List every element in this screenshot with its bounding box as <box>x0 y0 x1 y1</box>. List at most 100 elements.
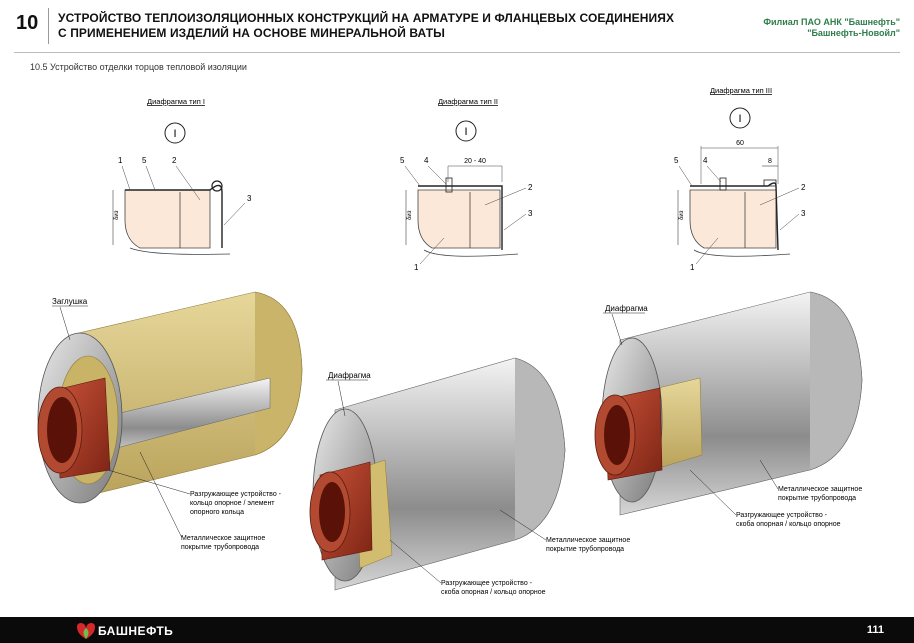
pipe-bore <box>604 405 630 465</box>
leader-line <box>706 165 722 183</box>
callout-5: 5 <box>400 156 405 165</box>
callout-1: 1 <box>414 263 419 272</box>
section-marker: I <box>738 113 741 125</box>
callout-1: 1 <box>690 263 695 272</box>
bashneft-logo-icon <box>77 623 95 639</box>
callout-line: покрытие трубопровода <box>181 543 259 551</box>
pipe-bore <box>319 482 345 542</box>
tag-diaphragm: Диафрагма <box>605 304 648 313</box>
callout-line: кольцо опорное / элемент <box>190 500 275 507</box>
callout-3: 3 <box>528 209 533 218</box>
section-number: 10 <box>16 12 39 34</box>
callout-line: Разгружающее устройство - <box>736 511 828 519</box>
diagram-title: Диафрагма тип I <box>147 97 205 106</box>
callout-line: скоба опорная / кольцо опорное <box>441 588 546 596</box>
rivet <box>445 177 453 193</box>
callout-2: 2 <box>172 156 177 165</box>
page-number: 111 <box>866 624 884 636</box>
callout-line: Металлическое защитное <box>546 537 630 544</box>
leader-line <box>427 165 447 185</box>
callout-2: 2 <box>528 183 533 192</box>
cover-end <box>809 291 863 471</box>
pipe-bore <box>47 397 77 463</box>
cover-line <box>125 184 223 248</box>
callout-4: 4 <box>703 156 708 165</box>
diagram-type-2: Диафрагма тип II I 20 - 40 δиз 5 4 2 3 1 <box>400 97 533 272</box>
pipe-line <box>129 247 231 255</box>
leader-line <box>121 165 131 191</box>
insulation-section <box>417 189 501 249</box>
section-marker: I <box>173 128 176 140</box>
callout-line: Разгружающее устройство - <box>190 490 282 498</box>
leader-line <box>139 451 183 539</box>
callout-line: Металлическое защитное <box>778 486 862 493</box>
leader-line <box>759 459 779 490</box>
section-marker-circle <box>455 120 477 142</box>
page-header: 10 УСТРОЙСТВО ТЕПЛОИЗОЛЯЦИОННЫХ КОНСТРУК… <box>0 0 914 50</box>
callout-line: Металлическое защитное <box>181 535 265 542</box>
cover-end <box>514 357 566 541</box>
leader-line <box>404 165 421 187</box>
branch-line-2: "Башнефть-Новойл" <box>807 28 900 38</box>
brand-name: БАШНЕФТЬ <box>98 624 174 638</box>
leader-line <box>175 165 201 201</box>
leader-line <box>145 165 156 191</box>
callout-line: скоба опорная / кольцо опорное <box>736 520 841 528</box>
leader-line <box>59 306 71 341</box>
section-marker-circle <box>164 122 186 144</box>
section-subtitle: 10.5 Устройство отделки торцов тепловой … <box>30 62 247 72</box>
callout-5: 5 <box>674 156 679 165</box>
callout-3: 3 <box>801 209 806 218</box>
dimension-label: δиз <box>679 210 685 220</box>
dimension-top: 60 <box>736 140 744 147</box>
callout-line: опорного кольца <box>190 509 244 516</box>
diagram-type-3: Диафрагма тип III I 60 8 δиз 5 4 2 3 1 <box>674 86 806 272</box>
leader-line <box>107 469 191 495</box>
leader-line <box>759 187 800 206</box>
callout-1: 1 <box>118 156 123 165</box>
fold-lock <box>763 179 777 187</box>
section-marker: I <box>464 126 467 138</box>
header-divider <box>48 8 49 44</box>
illustration-diaphragm-right: Диафрагма Металлическое защитное покрыти… <box>594 291 863 528</box>
title-line-2: С ПРИМЕНЕНИЕМ ИЗДЕЛИЙ НА ОСНОВЕ МИНЕРАЛЬ… <box>58 26 445 40</box>
leader-line <box>484 187 527 206</box>
tag-plug: Заглушка <box>52 297 88 306</box>
dimension-label: δиз <box>407 210 413 220</box>
page-footer <box>0 617 914 643</box>
leader-line <box>503 213 527 231</box>
callout-3: 3 <box>247 194 252 203</box>
diagram-title: Диафрагма тип II <box>438 97 498 106</box>
callout-line: покрытие трубопровода <box>778 494 856 502</box>
tag-diaphragm: Диафрагма <box>328 371 371 380</box>
header-rule <box>14 52 900 53</box>
branch-line-1: Филиал ПАО АНК "Башнефть" <box>763 17 900 27</box>
leader-line <box>419 237 445 265</box>
leader-line <box>689 469 737 516</box>
section-marker-circle <box>729 107 751 129</box>
leader-line <box>389 539 442 584</box>
dimension-label: δиз <box>114 210 120 220</box>
callout-line: Разгружающее устройство - <box>441 579 533 587</box>
callout-4: 4 <box>424 156 429 165</box>
leader-line <box>337 380 346 417</box>
rivet <box>719 177 727 191</box>
leader-line <box>611 313 623 346</box>
callout-line: покрытие трубопровода <box>546 545 624 553</box>
diagram-type-1: Диафрагма тип I I δиз 1 5 2 3 <box>112 97 252 255</box>
page-title: УСТРОЙСТВО ТЕПЛОИЗОЛЯЦИОННЫХ КОНСТРУКЦИЙ… <box>58 11 674 41</box>
leader-line <box>223 202 246 226</box>
leader-line <box>779 213 800 231</box>
insulation-end <box>254 291 303 456</box>
illustration-diaphragm-middle: Диафрагма Металлическое защитное покрыти… <box>309 357 630 596</box>
leader-line <box>499 509 547 541</box>
fold-lock <box>211 180 223 192</box>
insulation-section <box>689 189 777 249</box>
insulation-section <box>124 189 211 249</box>
drawing-canvas: Диафрагма тип I I δиз 1 5 2 3 Диафрагма … <box>37 86 863 596</box>
leader-line <box>678 165 693 187</box>
illustration-plug: Заглушка Разгружающее устройство - кольц… <box>37 291 303 551</box>
callout-2: 2 <box>801 183 806 192</box>
title-line-1: УСТРОЙСТВО ТЕПЛОИЗОЛЯЦИОННЫХ КОНСТРУКЦИЙ… <box>58 11 675 25</box>
diagram-title: Диафрагма тип III <box>710 86 772 95</box>
